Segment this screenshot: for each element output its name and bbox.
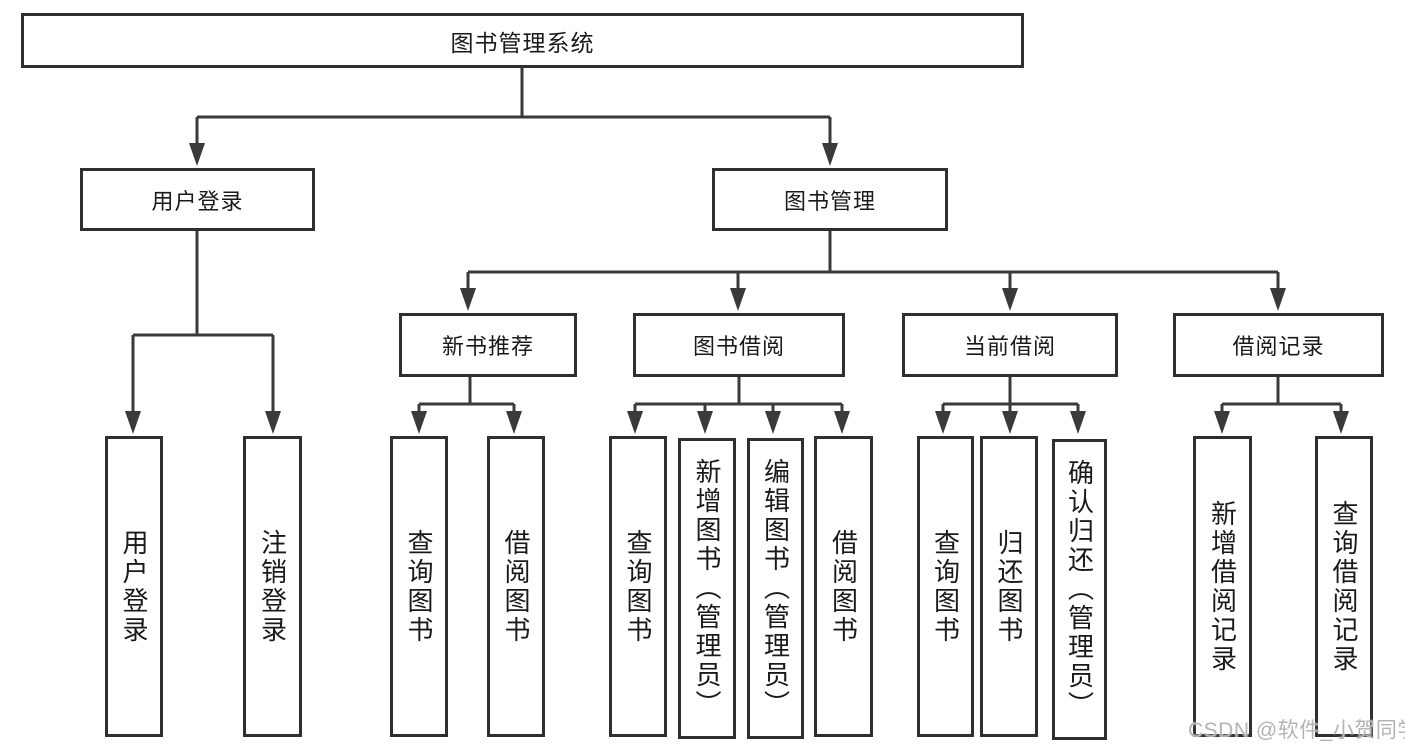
node-label: 当前借阅 (963, 334, 1056, 359)
node-borrow-records: 借阅记录 (1173, 313, 1384, 377)
leaf-label: 编辑图书（管理员） (760, 458, 791, 719)
leaf-bb-borrow-book: 借阅图书 (814, 436, 873, 737)
node-root-library-management-system: 图书管理系统 (21, 13, 1024, 68)
node-new-book-recommend: 新书推荐 (399, 313, 577, 377)
leaf-label: 查询图书 (623, 528, 653, 645)
leaf-cb-confirm-return-admin: 确认归还（管理员） (1052, 439, 1107, 740)
leaf-nbr-query-book: 查询图书 (390, 436, 448, 737)
arrowheads (125, 143, 1349, 434)
node-label: 图书管理 (783, 188, 876, 214)
leaf-nbr-borrow-book: 借阅图书 (487, 436, 545, 737)
node-user-login: 用户登录 (80, 168, 315, 231)
leaf-logout: 注销登录 (243, 436, 302, 737)
node-label: 图书管理系统 (450, 29, 595, 56)
csdn-watermark: CSDN @软件_小贺同学 (1188, 719, 1405, 742)
node-label: 用户登录 (151, 188, 244, 214)
node-book-borrow: 图书借阅 (633, 313, 845, 377)
leaf-label: 新增图书（管理员） (692, 458, 722, 719)
node-label: 新书推荐 (441, 334, 534, 359)
leaf-label: 查询图书 (930, 528, 961, 645)
leaf-label: 查询借阅记录 (1329, 499, 1359, 674)
leaf-label: 借阅图书 (828, 528, 859, 645)
leaf-label: 新增借阅记录 (1207, 499, 1238, 674)
node-book-management: 图书管理 (712, 168, 948, 231)
leaf-bb-edit-book-admin: 编辑图书（管理员） (747, 438, 804, 739)
leaf-bb-add-book-admin: 新增图书（管理员） (678, 438, 736, 739)
leaf-br-query-record: 查询借阅记录 (1315, 436, 1373, 737)
leaf-bb-query-book: 查询图书 (609, 436, 667, 737)
leaf-cb-query-book: 查询图书 (917, 436, 974, 737)
leaf-br-add-record: 新增借阅记录 (1193, 436, 1252, 737)
leaf-label: 查询图书 (404, 528, 434, 645)
leaf-label: 注销登录 (257, 528, 288, 645)
node-current-borrow: 当前借阅 (902, 313, 1118, 377)
leaf-label: 确认归还（管理员） (1064, 459, 1095, 720)
leaf-cb-return-book: 归还图书 (980, 436, 1038, 737)
leaf-user-login: 用户登录 (105, 436, 163, 737)
leaf-label: 用户登录 (119, 528, 149, 645)
leaf-label: 借阅图书 (501, 528, 531, 645)
node-label: 图书借阅 (692, 334, 785, 359)
node-label: 借阅记录 (1232, 334, 1325, 359)
leaf-label: 归还图书 (994, 528, 1024, 645)
